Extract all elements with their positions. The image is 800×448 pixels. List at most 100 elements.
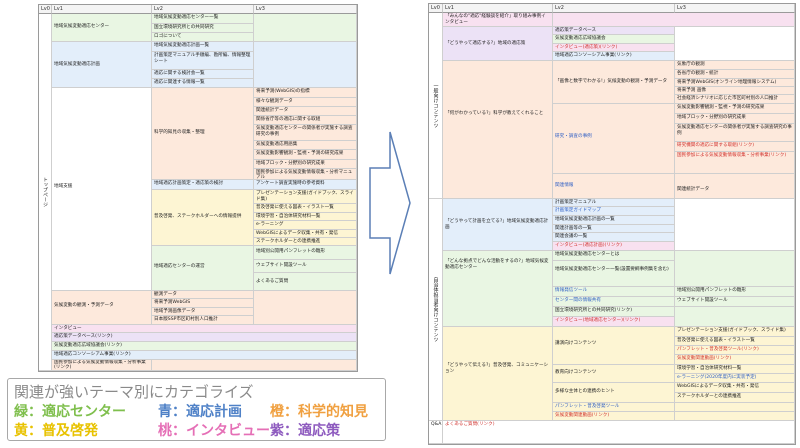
operation-item[interactable]: 地域別公開用パンフレットの雛形 — [254, 246, 357, 260]
lv2-observation[interactable]: 「画像と数字でわかる!」気候変動の観測・予測データ — [553, 61, 675, 104]
observation-item[interactable]: 日本版SSP市区町村別人口推計 — [152, 316, 254, 325]
plan-item[interactable]: 地域気候変動適応計画一覧 — [152, 42, 254, 52]
lv1-measures-db[interactable]: 適応策データベース(リンク) — [52, 333, 357, 342]
plan-item[interactable]: 関連計画等の一覧 — [553, 225, 675, 233]
observation-item[interactable]: 将来予測WebGIS(オンライン地理情報システム) — [675, 79, 795, 87]
lv1-how-adapt[interactable]: 「どうやって適応する?」地域の適応策 — [443, 27, 553, 61]
lv2-science[interactable]: 科学的知見の収集・整理 — [152, 88, 254, 180]
center-item[interactable]: 情報発信ツール — [553, 287, 675, 297]
lv1-interview[interactable]: インタビュー — [52, 325, 357, 333]
research-item[interactable]: 気候変動影響観測・監視・予測の研究成果 — [675, 104, 795, 114]
stakeholder-item[interactable]: ステークホルダーとの連携推進 — [675, 393, 795, 403]
center-item[interactable]: 国立環境研究所との共同研究(リンク) — [553, 307, 675, 317]
plan-item[interactable]: 地域気候変動適応計画の一覧 — [553, 216, 675, 225]
center-item[interactable]: 国立環境研究所との共同研究 — [152, 24, 254, 33]
lv1-how-communicate[interactable]: 「どうやって伝える?」普及啓発、コミュニケーション — [443, 327, 553, 421]
operation-item[interactable]: ウェブサイト開設ツール — [254, 260, 357, 273]
observation-item[interactable]: 社会経済シナリオに応じた市区町村別の人口推計 — [675, 95, 795, 104]
lv2-pamphlet[interactable]: パンフレット・普及啓発ツール — [553, 403, 675, 412]
lecture-item[interactable]: 気候変動関連動画(リンク) — [675, 355, 795, 365]
center-item[interactable]: ロゴについて — [152, 33, 254, 42]
arrow-icon — [369, 131, 411, 275]
lv2-videos[interactable]: 気候変動関連動画(リンク) — [553, 412, 675, 421]
plan-item[interactable]: 適応に関連する情報一覧 — [152, 79, 254, 88]
science-item[interactable]: 気候変動適応用語集 — [254, 141, 357, 150]
outreach-item[interactable]: 普及啓発に使える図表・イラスト一覧 — [254, 204, 357, 213]
plan-item[interactable]: 適応に関する検討会一覧 — [152, 70, 254, 79]
lv2-center-operation[interactable]: 地域適応センターの運営 — [152, 246, 254, 291]
science-item[interactable]: 将来予測(WebGIS)の指標 — [254, 88, 357, 98]
observation-item[interactable]: 各省庁の観測・統計 — [675, 70, 795, 79]
plan-item[interactable]: 関連会議の一覧 — [553, 233, 675, 242]
research-item[interactable]: 地域ブロック・分野別の研究成果 — [675, 114, 795, 124]
plan-item[interactable]: 計画策定マニュアル手順編、勘所編、情報整理シート — [152, 52, 254, 70]
education-item[interactable]: 環境学習・自治体研究材料一覧 — [675, 365, 795, 374]
center-item[interactable]: 地域気候変動適応センターとは — [553, 251, 675, 261]
measures-item[interactable]: インタビュー(適応策)(リンク) — [553, 44, 675, 52]
outreach-item[interactable]: 環境学習・自治体研究材料一覧 — [254, 213, 357, 221]
plan-item[interactable]: 計画策定ガイドマップ — [553, 207, 675, 216]
observation-item[interactable]: 観測データ — [152, 291, 254, 299]
lv1-observation-data[interactable]: 気候変動の観測・予測データ — [52, 291, 152, 325]
outreach-item[interactable]: WebGISによるデータ収集・共有・発信 — [254, 230, 357, 238]
stakeholder-item[interactable]: WebGISによるデータ収集・共有・発信 — [675, 383, 795, 393]
science-item[interactable]: 様々な観測データ — [254, 98, 357, 107]
science-item[interactable]: 関連統計データ — [254, 107, 357, 116]
lv1-citizen-participation[interactable]: 国民参加による気候変動情報収集・分析事業(リンク) — [52, 360, 152, 371]
observation-item[interactable]: 地域予測画像データ — [152, 308, 254, 316]
renewed-sitemap-table: Lv0 Lv1 Lv2 Lv3 「みんなの"適応"経験談を紹介」取り組み事例イン… — [428, 3, 796, 445]
lv1-center[interactable]: 地域気候変動適応センター — [52, 14, 152, 42]
outreach-item[interactable]: プレゼンテーション支援(ガイドブック、スライド集) — [254, 190, 357, 204]
header-lv0: Lv0 — [429, 4, 443, 13]
survey-reference[interactable]: アンケート調査実施時の参考資料 — [254, 180, 357, 190]
outreach-item[interactable]: e-ラーニング — [254, 221, 357, 230]
lv1-regional-support[interactable]: 地域支援 — [52, 88, 152, 291]
observation-item[interactable]: 将来予測 画像 — [675, 87, 795, 95]
center-item[interactable]: 地域気候変動適応センター一覧 — [152, 14, 254, 24]
lv2-research-cases[interactable]: 研究・調査の事例 — [553, 104, 675, 174]
science-item[interactable]: 気候変動影響観測・監視・予測の研究成果 — [254, 150, 357, 160]
lv2-outreach[interactable]: 普及啓発、ステークホルダーへの情報提供 — [152, 190, 254, 246]
lv2-plan-measures[interactable]: 地域適応計画策定・適応策の検討 — [152, 180, 254, 190]
lv1-consortium[interactable]: 地域適応コンソーシアム事業(リンク) — [52, 351, 357, 360]
observation-item[interactable]: 気象庁の観測 — [675, 61, 795, 70]
science-item[interactable]: 国民参加による気候変動情報収集・分析マニュアル — [254, 169, 357, 180]
lv0-top-page: トップページ — [39, 14, 52, 371]
lecture-item[interactable]: パンフレット・普及啓発ツール(リンク) — [675, 346, 795, 355]
legend-title: 関連が強いテーマ別にカテゴライズ — [14, 383, 254, 401]
center-tool-item[interactable]: ウェブサイト開設ツール — [675, 297, 795, 307]
lv1-regional-council[interactable]: 気候変動適応広域協議会(リンク) — [52, 342, 357, 351]
lv2-education[interactable]: 教育向けコンテンツ — [553, 365, 675, 383]
outreach-item[interactable]: ステークホルダーとの連携推進 — [254, 238, 357, 246]
science-item[interactable]: 地域ブロック・分野別の研究成果 — [254, 160, 357, 169]
research-item[interactable]: 研究機関の適応に関する取組(リンク) — [675, 142, 795, 152]
center-item[interactable]: センター間の情報共有 — [553, 297, 675, 307]
science-item[interactable]: 関係省庁等の適応に関する取組 — [254, 116, 357, 125]
measures-item[interactable]: 適応策データベース — [553, 27, 675, 35]
center-item[interactable]: 地域気候変動適応センター一覧(設置要綱事例集を含む) — [553, 261, 675, 287]
lv2-related-info[interactable]: 関連情報 — [553, 174, 675, 199]
operation-item[interactable]: よくあるご質問 — [254, 273, 357, 291]
intro-interview[interactable]: 「みんなの"適応"経験談を紹介」取り組み事例インタビュー — [443, 13, 553, 27]
lv2-lecture[interactable]: 講演向けコンテンツ — [553, 327, 675, 365]
science-item[interactable]: 気候変動適応センターの関係者が実施する調査研究の事例 — [254, 125, 357, 141]
center-tool-item[interactable]: 地域別公開用パンフレットの雛形 — [675, 287, 795, 297]
plan-item[interactable]: 計画策定マニュアル — [553, 199, 675, 207]
lv2-stakeholders[interactable]: 多様な主体との連携のヒント — [553, 383, 675, 403]
lv1-faq[interactable]: よくあるご質問(リンク) — [443, 421, 795, 444]
plan-item[interactable]: インタビュー(適応計画)(リンク) — [553, 242, 675, 251]
lv1-how-plan[interactable]: 「どうやって計画を立てる?」地域気候変動適応計画 — [443, 199, 553, 251]
center-item[interactable]: インタビュー(地域適応センター)(リンク) — [553, 317, 675, 327]
observation-item[interactable]: 将来予測WebGIS — [152, 299, 254, 308]
lecture-item[interactable]: プレゼンテーション支援(ガイドブック、スライド集) — [675, 327, 795, 337]
measures-item[interactable]: 気候変動適応広域協議会 — [553, 35, 675, 44]
lv1-center-activities[interactable]: 「どんな拠点でどんな活動をするの?」地域気候変動適応センター — [443, 251, 553, 327]
education-item[interactable]: e-ラーニング(2020年度内に実装予定) — [675, 374, 795, 383]
research-item[interactable]: 気候変動適応センターの関係者が実施する調査研究の事例 — [675, 124, 795, 142]
research-item[interactable]: 国民参加による気候変動情報収集・分析事業(リンク) — [675, 152, 795, 174]
lecture-item[interactable]: 普及啓発に使える図表・イラスト一覧 — [675, 337, 795, 346]
lv1-plan[interactable]: 地域気候変動適応計画 — [52, 42, 152, 88]
lv1-what-known[interactable]: 「何がわかっている?」科学が教えてくれること — [443, 61, 553, 199]
related-item[interactable]: 関連統計データ — [675, 174, 795, 199]
measures-item[interactable]: 地域適応コンソーシアム事業(リンク) — [553, 52, 675, 61]
